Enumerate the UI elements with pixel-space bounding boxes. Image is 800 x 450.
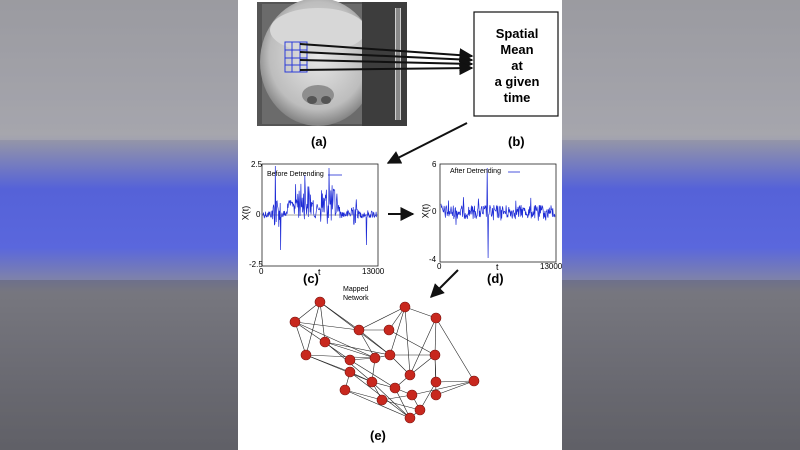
- network-edge: [371, 381, 411, 419]
- network-node: [389, 382, 401, 394]
- network-edge: [435, 380, 475, 384]
- network-edge: [394, 387, 411, 419]
- network-node: [383, 324, 395, 336]
- plot-d-ytick-bottom: -4: [429, 255, 437, 264]
- network-node: [300, 349, 312, 361]
- plot-d-ytick-mid: 0: [432, 207, 437, 216]
- network-edge: [435, 380, 475, 396]
- network-node: [406, 389, 418, 401]
- network-node: [399, 301, 411, 313]
- network-edge: [319, 301, 326, 343]
- plot-d: [439, 163, 557, 263]
- panel-label-b: (b): [508, 134, 525, 149]
- network-node: [430, 389, 442, 401]
- network-edge: [358, 306, 406, 331]
- series-before-detrending: [262, 165, 377, 251]
- network-edge: [294, 321, 307, 356]
- network-edge: [411, 380, 475, 396]
- network-edge: [358, 329, 376, 359]
- network-edge: [294, 321, 376, 359]
- network-node: [430, 376, 442, 388]
- network-edge: [404, 306, 412, 376]
- plot-c-xtick-end: 13000: [362, 267, 385, 276]
- network-edge: [435, 317, 475, 382]
- plot-d-xtick-end: 13000: [540, 262, 563, 271]
- panel-label-d: (d): [487, 271, 504, 286]
- network-edge: [349, 359, 396, 389]
- network-edge: [349, 371, 411, 419]
- network-node: [376, 394, 388, 406]
- network-edge: [389, 306, 406, 356]
- network-edge: [294, 321, 360, 331]
- plot-d-frame: [439, 163, 557, 263]
- network-edge: [324, 341, 376, 359]
- network-edge: [305, 354, 376, 359]
- network-node: [369, 352, 381, 364]
- network-edge: [305, 354, 373, 383]
- network-node: [319, 336, 331, 348]
- network-edge: [324, 341, 391, 356]
- spatial-mean-label: Spatial Mean at a given time: [494, 26, 540, 105]
- arrow-d-to-e: [430, 269, 459, 298]
- plot-c: [261, 163, 379, 267]
- panel-label-c: (c): [303, 271, 319, 286]
- network-edge: [404, 306, 437, 319]
- plot-c-ylabel: X(t): [240, 205, 251, 221]
- network-nodes: [289, 296, 480, 424]
- region-arrows: [299, 43, 474, 76]
- network-node: [314, 296, 326, 308]
- network-edge: [388, 329, 436, 356]
- network-node: [366, 376, 378, 388]
- plot-d-ytick-top: 6: [432, 160, 437, 169]
- network-edge: [344, 389, 383, 401]
- network-node: [430, 312, 442, 324]
- network-node: [289, 316, 301, 328]
- plot-c-ytick-mid: 0: [256, 210, 261, 219]
- spatial-mean-box: [473, 11, 559, 117]
- network-node: [344, 354, 356, 366]
- network-edge: [419, 381, 437, 411]
- network-edge: [305, 301, 321, 356]
- network-edge: [381, 399, 421, 411]
- plot-d-ylabel: X(t): [420, 203, 431, 219]
- legend-d-text: After Detrending: [450, 168, 501, 175]
- plot-c-xlabel: t: [318, 267, 321, 277]
- thermal-face-image: [257, 0, 407, 126]
- network-node: [429, 349, 441, 361]
- legend-c-text: Before Detrending: [267, 171, 324, 178]
- network-title: Mapped Network: [343, 286, 369, 302]
- network-edge: [409, 354, 436, 376]
- roi-grid: [284, 41, 308, 73]
- plot-c-ytick-bottom: -2.5: [249, 260, 263, 269]
- panel-label-e: (e): [370, 428, 386, 443]
- network-edge: [434, 317, 437, 356]
- panel-label-a: (a): [311, 134, 327, 149]
- network-node: [384, 349, 396, 361]
- series-after-detrending: [440, 167, 556, 259]
- network-edge: [344, 389, 411, 419]
- network-node: [404, 369, 416, 381]
- network-node: [353, 324, 365, 336]
- network-node: [468, 375, 480, 387]
- plot-c-ytick-top: 2.5: [251, 160, 263, 169]
- plot-d-xtick-start: 0: [437, 262, 442, 271]
- network-node: [339, 384, 351, 396]
- arrow-b-to-c: [386, 122, 468, 164]
- network-edge: [409, 317, 437, 376]
- plot-c-xtick-start: 0: [259, 267, 264, 276]
- network-node: [344, 366, 356, 378]
- plot-d-xlabel: t: [496, 262, 499, 272]
- network-edge: [294, 301, 321, 323]
- network-node: [414, 404, 426, 416]
- network-node: [404, 412, 416, 424]
